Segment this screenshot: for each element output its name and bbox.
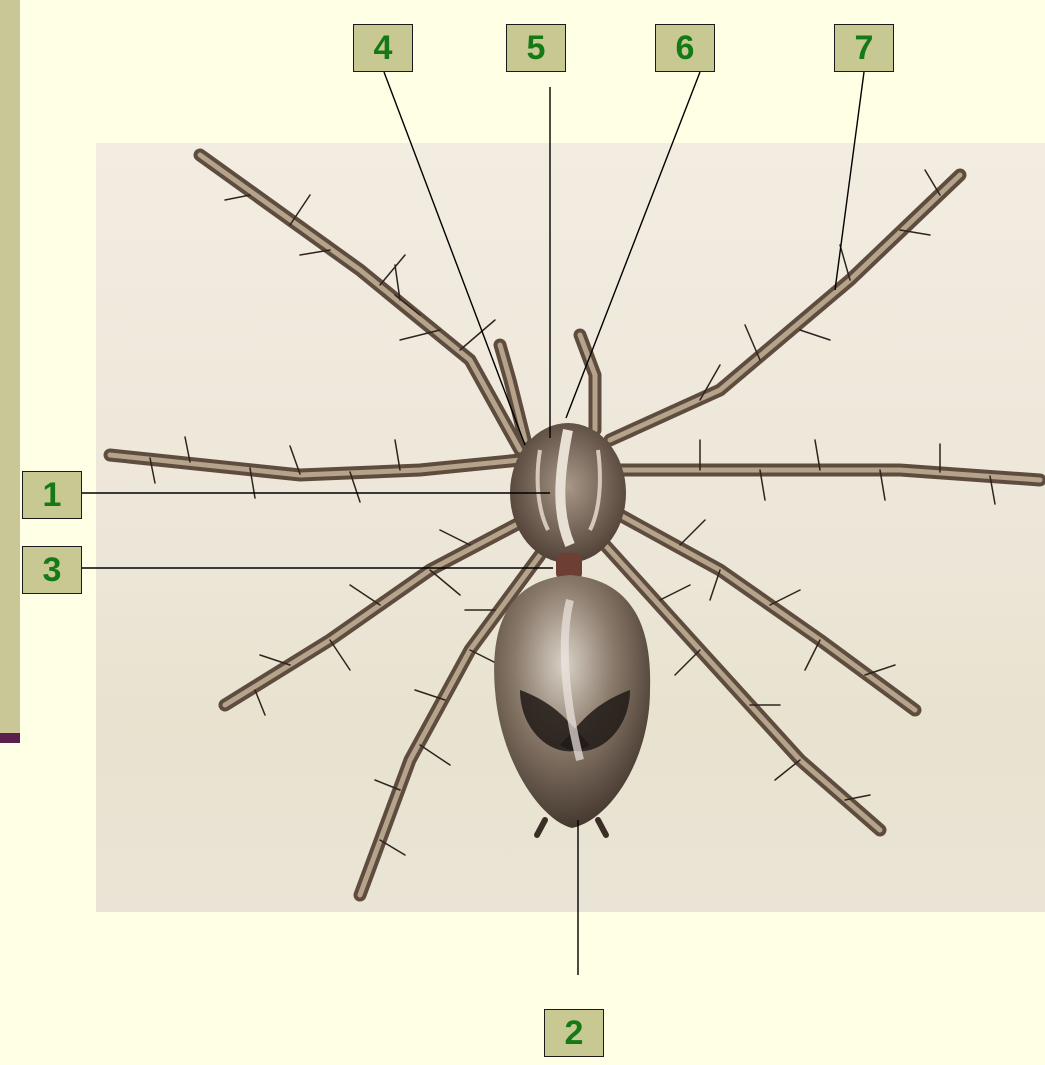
callout-1-label: 1	[43, 478, 62, 512]
callout-5-label: 5	[527, 31, 546, 65]
callout-4-label: 4	[374, 31, 393, 65]
callout-7: 7	[834, 24, 894, 72]
spider-photo	[96, 143, 1045, 912]
callout-4: 4	[353, 24, 413, 72]
callout-3-label: 3	[43, 553, 62, 587]
callout-2: 2	[544, 1009, 604, 1057]
callout-3: 3	[22, 546, 82, 594]
callout-6: 6	[655, 24, 715, 72]
callout-2-label: 2	[565, 1016, 584, 1050]
slide-side-bar	[0, 0, 20, 733]
callout-7-label: 7	[855, 31, 874, 65]
callout-6-label: 6	[676, 31, 695, 65]
callout-1: 1	[22, 471, 82, 519]
callout-5: 5	[506, 24, 566, 72]
slide-side-bar-accent	[0, 733, 20, 743]
